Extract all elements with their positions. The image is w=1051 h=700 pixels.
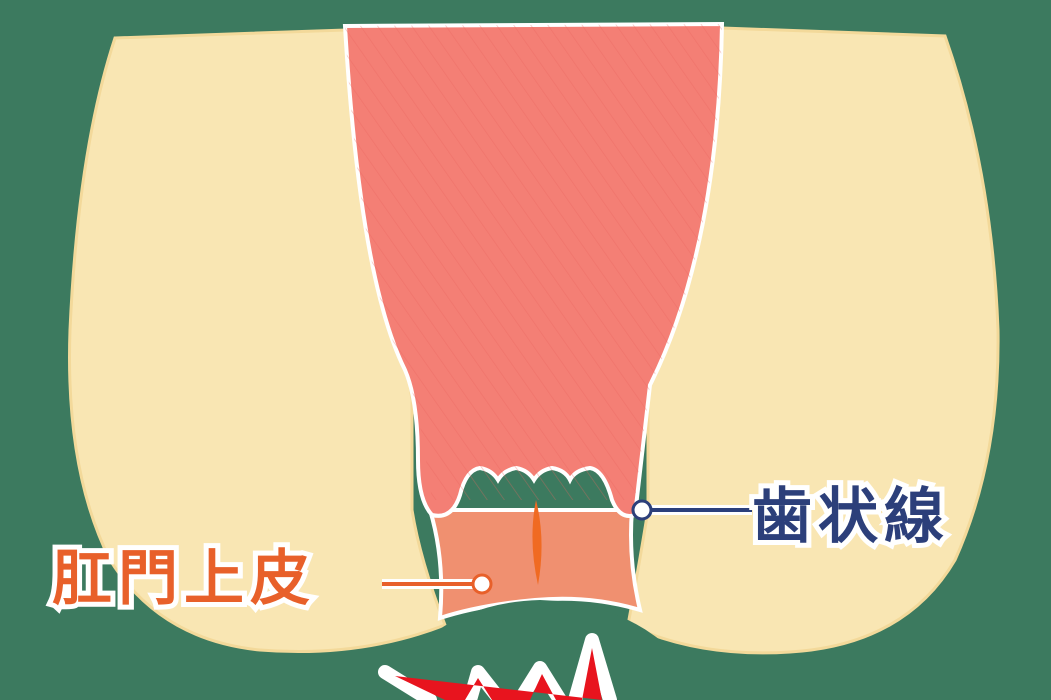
anoderm-label: 肛門上皮 [52, 530, 316, 617]
dentate-line-label: 歯状線 [752, 468, 950, 555]
anoderm-pointer [473, 575, 491, 593]
dentate-line-pointer [633, 501, 651, 519]
